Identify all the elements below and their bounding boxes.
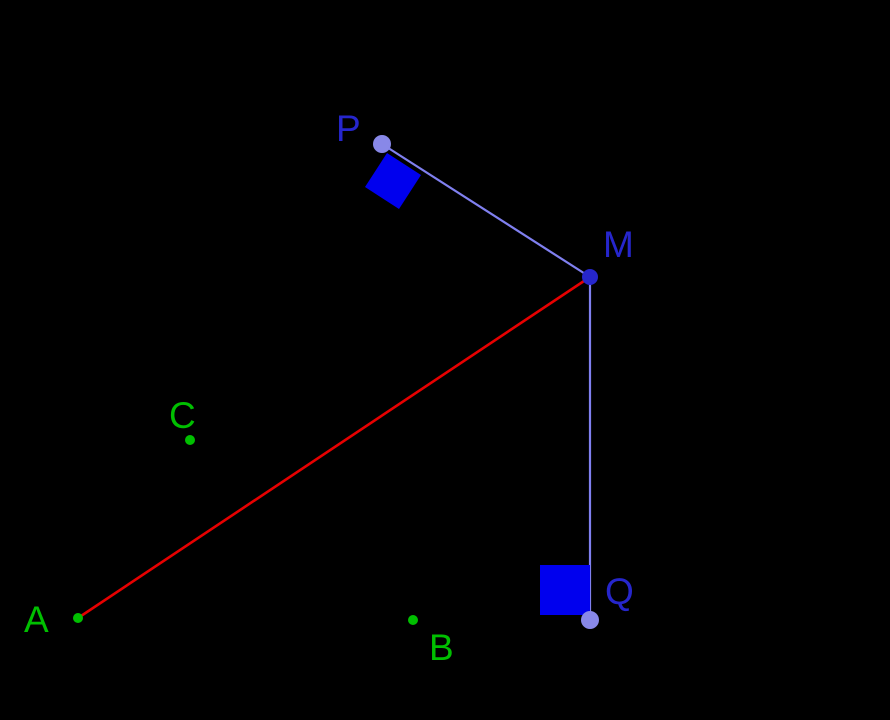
label-A[interactable]: A xyxy=(24,599,49,640)
label-C[interactable]: C xyxy=(169,395,196,436)
label-M[interactable]: M xyxy=(603,224,634,265)
point-B[interactable] xyxy=(408,615,418,625)
segment-PM[interactable] xyxy=(380,142,592,279)
point-C[interactable] xyxy=(185,435,195,445)
label-P[interactable]: P xyxy=(336,108,361,149)
point-P[interactable] xyxy=(373,135,391,153)
point-M[interactable] xyxy=(582,269,598,285)
point-A[interactable] xyxy=(73,613,83,623)
right-angle-marker-P xyxy=(365,153,421,209)
point-Q[interactable] xyxy=(581,611,599,629)
label-B[interactable]: B xyxy=(429,627,454,668)
segment-AM[interactable] xyxy=(76,275,592,620)
right-angle-marker-Q xyxy=(540,565,590,615)
label-Q[interactable]: Q xyxy=(605,571,634,612)
